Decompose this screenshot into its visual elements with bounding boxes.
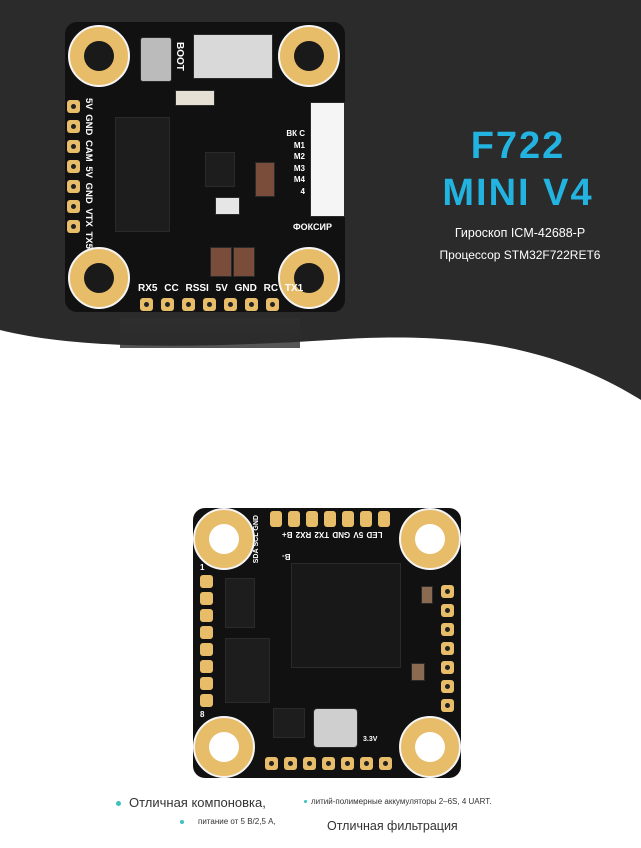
bottom-flight-controller-board: 3.3V: [193, 508, 461, 778]
boot-button: [140, 37, 172, 82]
capacitor: [210, 247, 232, 277]
mount-hole: [278, 247, 340, 309]
processor-spec: Процессор STM32F722RET6: [439, 248, 601, 262]
shield-component: [313, 708, 358, 748]
pin-1-label: 1: [200, 563, 205, 572]
crystal: [215, 197, 240, 215]
bottom-board-left-top-labels: SDA SCL GND: [253, 515, 260, 564]
mount-hole: [68, 247, 130, 309]
inductor: [225, 638, 270, 703]
mount-hole: [399, 716, 461, 778]
oscillator: [175, 90, 215, 106]
capacitor: [255, 162, 275, 197]
capacitor: [421, 586, 433, 604]
top-board-left-labels: 5V GND CAM 5V GND VTX TX5: [83, 98, 94, 249]
voltage-label: 3.3V: [363, 736, 378, 743]
feature-item: питание от 5 В/2,5 А,: [180, 817, 276, 826]
board-reflection: [120, 318, 300, 348]
bottom-board-top-labels: LED 5V GND TX2 RX2 B+: [282, 530, 383, 539]
connector-socket: [310, 102, 345, 217]
mount-hole: [399, 508, 461, 570]
regulator-chip: [225, 578, 255, 628]
mount-hole: [68, 25, 130, 87]
mount-hole: [193, 716, 255, 778]
feature-item: Отличная компоновка,: [116, 795, 266, 810]
capacitor: [233, 247, 255, 277]
mcu-chip: [115, 117, 170, 232]
mount-hole: [193, 508, 255, 570]
pin-8-label: 8: [200, 710, 205, 719]
mount-hole: [278, 25, 340, 87]
b-minus-label: B-: [282, 552, 291, 561]
top-board-bottom-labels: RX5 CC RSSI 5V GND RC TX1: [138, 283, 304, 294]
gyro-chip: [205, 152, 235, 187]
gyro-spec: Гироскоп ICM-42688-P: [454, 226, 586, 240]
capacitor: [411, 663, 425, 681]
gyro-chip: [273, 708, 305, 738]
bullet-icon: [116, 801, 121, 807]
product-title-line2: MINI V4: [442, 172, 594, 214]
feature-item: литий-полимерные аккумуляторы 2–6S, 4 UA…: [304, 797, 491, 806]
bullet-icon: [180, 819, 184, 824]
boot-label: BOOT: [174, 42, 185, 71]
feature-item: Отличная фильтрация: [327, 819, 458, 833]
usb-connector: [193, 34, 273, 79]
connector-name: ФОКСИР: [293, 222, 333, 232]
mcu-chip: [291, 563, 401, 668]
product-title-line1: F722: [470, 125, 566, 167]
bullet-icon: [304, 800, 307, 804]
